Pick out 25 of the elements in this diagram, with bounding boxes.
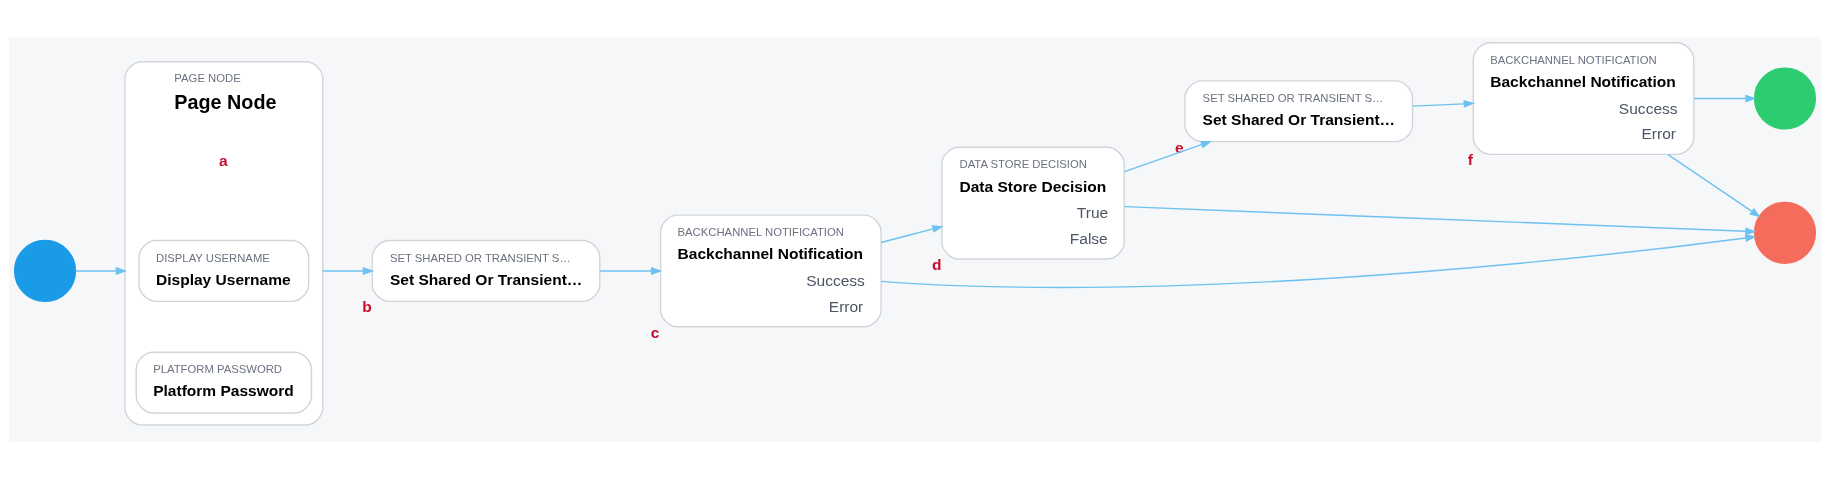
arrow: [598, 266, 662, 275]
arrow: [1692, 94, 1757, 102]
arrow: [74, 266, 127, 275]
node-box: DATA STORE DECISION Data Store Decision True False: [940, 146, 1125, 260]
node-circle: [1753, 66, 1816, 130]
node-label: d: [931, 255, 941, 273]
node-box: BACKCHANNEL NOTIFICATION Backchannel Notification Success Error: [1472, 41, 1694, 155]
node-label: f: [1467, 150, 1473, 168]
arrow: [1666, 153, 1761, 217]
node-box: BACKCHANNEL NOTIFICATION Backchannel Notification Success Error: [659, 213, 882, 327]
arrow: [1123, 140, 1212, 172]
node-box: PLATFORM PASSWORD Platform Password: [135, 351, 312, 414]
node-circle: [1753, 201, 1816, 264]
arrow: [321, 266, 374, 275]
arrow: [1411, 99, 1475, 108]
node-circle: [13, 239, 76, 302]
arrow: [1123, 205, 1757, 235]
arrow: [880, 233, 1757, 288]
node-label: c: [650, 323, 659, 341]
node-box: DISPLAY USERNAME Display Username: [137, 239, 309, 302]
arrow: [879, 224, 944, 243]
node-box: SET SHARED OR TRANSIENT S… Set Shared Or Transient…: [371, 239, 600, 302]
node-label: b: [361, 297, 372, 315]
node-label: a: [218, 151, 228, 169]
node-box: SET SHARED OR TRANSIENT S… Set Shared Or Transient…: [1183, 79, 1413, 142]
